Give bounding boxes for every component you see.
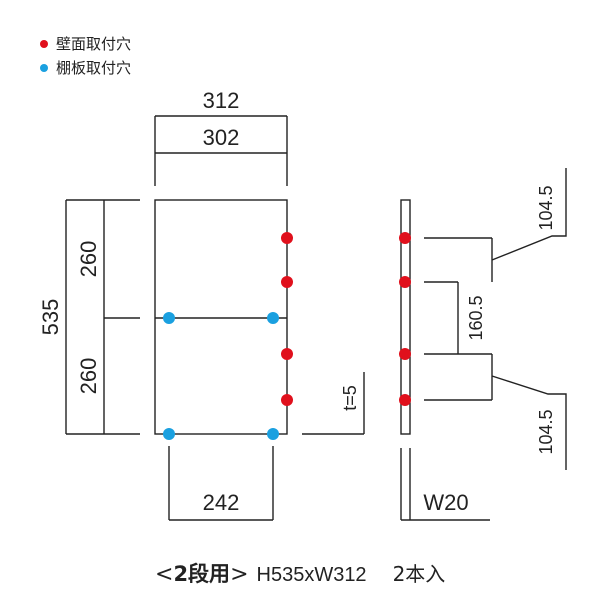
side-wall-hole-dot (399, 348, 411, 360)
dim-242-text: 242 (203, 490, 240, 515)
dim-104-bottom-text: 104.5 (536, 409, 556, 454)
dim-260-lower-text: 260 (76, 358, 101, 395)
legend: 壁面取付穴 棚板取付穴 (40, 32, 131, 80)
caption-close-bracket: > (230, 562, 249, 587)
dim-535-text: 535 (38, 299, 63, 336)
wall-hole-dot (281, 232, 293, 244)
legend-shelf-hole: 棚板取付穴 (40, 56, 131, 80)
leader-104-top (491, 168, 567, 261)
wall-holes (281, 232, 411, 406)
wall-hole-dot (281, 348, 293, 360)
dim-104-top-text: 104.5 (536, 185, 556, 230)
shelf-hole-dot (163, 312, 175, 324)
wall-hole-dot (281, 394, 293, 406)
dim-312-text: 312 (203, 88, 240, 113)
red-dot-icon (40, 40, 48, 48)
shelf-holes (163, 312, 279, 440)
thickness-text: t=5 (340, 385, 360, 411)
legend-wall-hole: 壁面取付穴 (40, 32, 131, 56)
caption-spec: H535xW312 (256, 564, 367, 586)
caption-count: 2本入 (392, 562, 446, 586)
side-wall-hole-dot (399, 276, 411, 288)
legend-shelf-hole-label: 棚板取付穴 (56, 59, 132, 77)
legend-wall-hole-label: 壁面取付穴 (56, 35, 132, 53)
side-wall-hole-dot (399, 394, 411, 406)
leader-104-bottom (491, 375, 567, 470)
side-wall-hole-dot (399, 232, 411, 244)
shelf-hole-dot (267, 312, 279, 324)
blue-dot-icon (40, 64, 48, 72)
dim-260-upper-text: 260 (76, 241, 101, 278)
shelf-hole-dot (163, 428, 175, 440)
side-panel (400, 199, 411, 435)
product-caption: <2段用> H535xW312 2本入 (155, 558, 445, 588)
shelf-hole-dot (267, 428, 279, 440)
dim-302-text: 302 (203, 125, 240, 150)
dim-160-text: 160.5 (466, 295, 486, 340)
caption-open-bracket: < (155, 562, 174, 587)
wall-hole-dot (281, 276, 293, 288)
caption-title: 2段用 (173, 562, 231, 586)
front-panel (154, 199, 288, 435)
width-side-text: W20 (423, 490, 468, 515)
